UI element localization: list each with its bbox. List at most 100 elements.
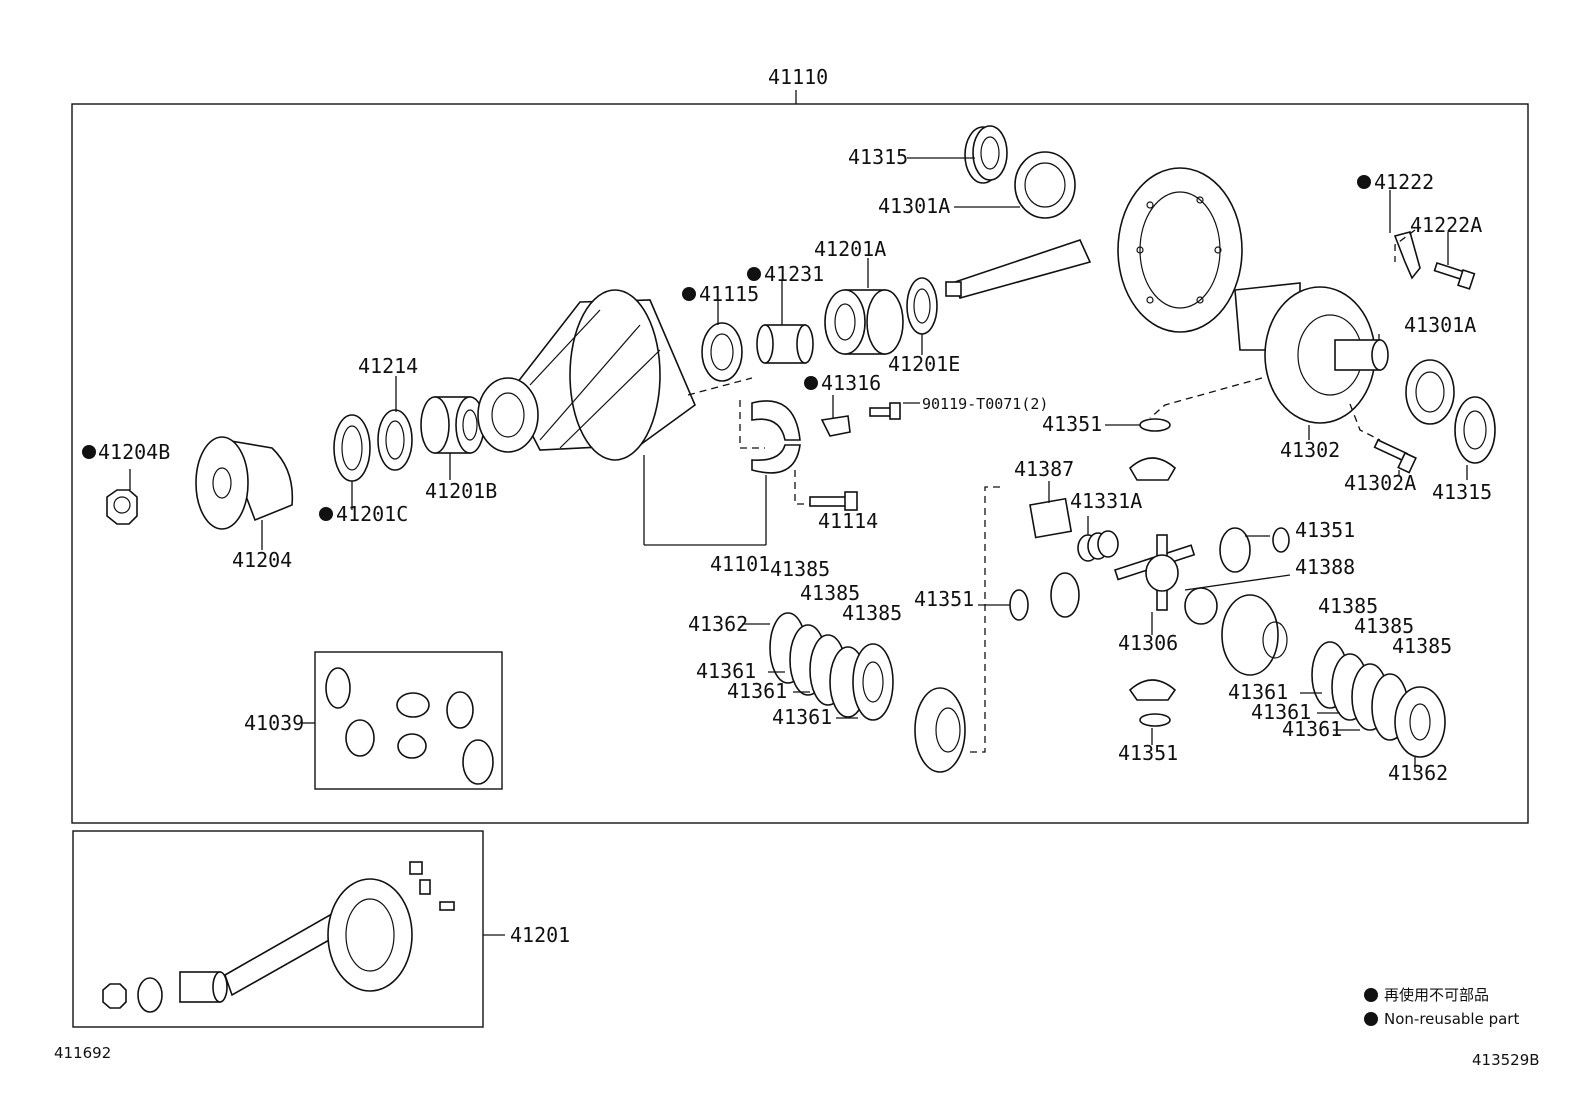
label-41361-l2: 41361	[727, 679, 787, 703]
part-labels: 41110 41315 41301A 41222 41222A 41201A 4…	[98, 65, 1492, 947]
seal-41115-drawing	[701, 322, 743, 382]
pinion-gear-bottom-drawing	[1128, 679, 1177, 701]
label-41315-right: 41315	[1432, 480, 1492, 504]
label-41201e: 41201E	[888, 352, 960, 376]
thrust-washer-41351-b	[1272, 527, 1290, 553]
label-41222: 41222	[1374, 170, 1434, 194]
leader-lines	[129, 157, 1468, 936]
bearing-cone-41315-right-drawing	[1454, 396, 1496, 464]
label-41331a: 41331A	[1070, 489, 1142, 513]
kit-41039-gears-drawing	[325, 667, 494, 785]
label-41385-l3: 41385	[842, 601, 902, 625]
label-41204b: 41204B	[98, 440, 170, 464]
nonreusable-dot-41316	[804, 376, 818, 390]
label-41301a-right: 41301A	[1404, 313, 1476, 337]
nonreusable-dot-41115	[682, 287, 696, 301]
label-41204: 41204	[232, 548, 292, 572]
bearing-cap-lower-drawing	[751, 444, 801, 474]
label-41385-l1: 41385	[770, 557, 830, 581]
label-41361-r3: 41361	[1282, 717, 1342, 741]
kit-41039-frame	[314, 651, 503, 790]
label-41385-r2: 41385	[1354, 614, 1414, 638]
legend-text-en: Non-reusable part	[1384, 1010, 1519, 1028]
washer-41201e-drawing	[906, 277, 938, 335]
label-41362-r: 41362	[1388, 761, 1448, 785]
bearing-41201b-drawing	[420, 396, 485, 454]
label-41351-b: 41351	[1295, 518, 1355, 542]
legend-text-jp: 再使用不可部品	[1384, 986, 1489, 1004]
bearing-cup-41301a-right-drawing	[1405, 359, 1455, 425]
carrier-housing-41101-drawing	[477, 289, 696, 461]
label-41101: 41101	[710, 552, 770, 576]
label-41315-top: 41315	[848, 145, 908, 169]
bearing-cup-41301a-top-drawing	[1014, 151, 1076, 219]
nonreusable-dot-41201c	[319, 507, 333, 521]
drive-pinion-drawing	[945, 239, 1092, 299]
differential-case-41302-drawing	[1234, 282, 1389, 424]
thrust-washer-41351-a	[1139, 418, 1171, 432]
label-41361-l1: 41361	[696, 659, 756, 683]
label-41222a: 41222A	[1410, 213, 1482, 237]
assembly-frame	[71, 103, 1529, 824]
label-41385-r3: 41385	[1392, 634, 1452, 658]
flange-41204-drawing	[195, 436, 294, 530]
pinion-gear-top-drawing	[1128, 457, 1177, 481]
pinion-gear-left-drawing	[1050, 572, 1080, 618]
nut-41204b-drawing	[106, 489, 138, 525]
spacer-41231-drawing	[756, 324, 814, 364]
thrust-washer-41351-c	[1009, 589, 1029, 621]
label-41351-c: 41351	[914, 587, 974, 611]
ring-gear-drawing	[1117, 167, 1243, 333]
clutch-stack-right-drawing	[1311, 641, 1446, 758]
nonreusable-dot-41204b	[82, 445, 96, 459]
label-41385-r1: 41385	[1318, 594, 1378, 618]
label-41115: 41115	[699, 282, 759, 306]
label-41110: 41110	[768, 65, 828, 89]
label-90119: 90119-T0071(2)	[922, 395, 1048, 413]
bolt-90119-drawing	[869, 402, 901, 420]
gear-set-41201-drawing	[102, 861, 455, 1013]
pinion-gear-right-drawing	[1219, 527, 1251, 573]
label-41114: 41114	[818, 509, 878, 533]
label-41301a-top: 41301A	[878, 194, 950, 218]
side-gear-left-drawing	[914, 687, 966, 773]
label-41387: 41387	[1014, 457, 1074, 481]
label-41302: 41302	[1280, 438, 1340, 462]
seal-41201c-drawing	[333, 414, 371, 482]
bolt-41222a-drawing	[1433, 261, 1476, 290]
label-41316: 41316	[821, 371, 881, 395]
footer-right-id: 413529B	[1472, 1051, 1540, 1069]
label-41362-l: 41362	[688, 612, 748, 636]
label-41361-r1: 41361	[1228, 680, 1288, 704]
label-41361-l3: 41361	[772, 705, 832, 729]
label-41385-l2: 41385	[800, 581, 860, 605]
nonreusable-dot-41231	[747, 267, 761, 281]
bearing-cone-41315-top-drawing	[964, 125, 1008, 184]
bolt-41114-drawing	[809, 491, 858, 511]
side-gear-right-drawing	[1221, 594, 1288, 676]
legend-dot-jp	[1364, 988, 1378, 1002]
disc-41388-drawing	[1184, 587, 1218, 625]
footer-left-id: 411692	[54, 1044, 111, 1062]
legend-dot-en	[1364, 1012, 1378, 1026]
label-41201c: 41201C	[336, 502, 408, 526]
clutch-stack-left-drawing	[769, 612, 894, 721]
label-41039: 41039	[244, 711, 304, 735]
label-41231: 41231	[764, 262, 824, 286]
label-41388: 41388	[1295, 555, 1355, 579]
label-41201b: 41201B	[425, 479, 497, 503]
plate-41387-drawing	[1029, 497, 1073, 539]
bolt-41302a-drawing	[1373, 438, 1417, 474]
label-41351-d: 41351	[1118, 741, 1178, 765]
bearing-41201a-drawing	[824, 289, 904, 355]
adjust-lock-41222-drawing	[1393, 231, 1421, 280]
bearing-cap-upper-drawing	[751, 400, 801, 441]
label-41214: 41214	[358, 354, 418, 378]
dashed-guide-lines	[687, 229, 1416, 753]
label-41351-a: 41351	[1042, 412, 1102, 436]
label-41306: 41306	[1118, 631, 1178, 655]
pinion-shaft-41306-drawing	[1113, 534, 1196, 611]
spring-41331a-drawing	[1077, 530, 1119, 562]
label-41201a: 41201A	[814, 237, 886, 261]
